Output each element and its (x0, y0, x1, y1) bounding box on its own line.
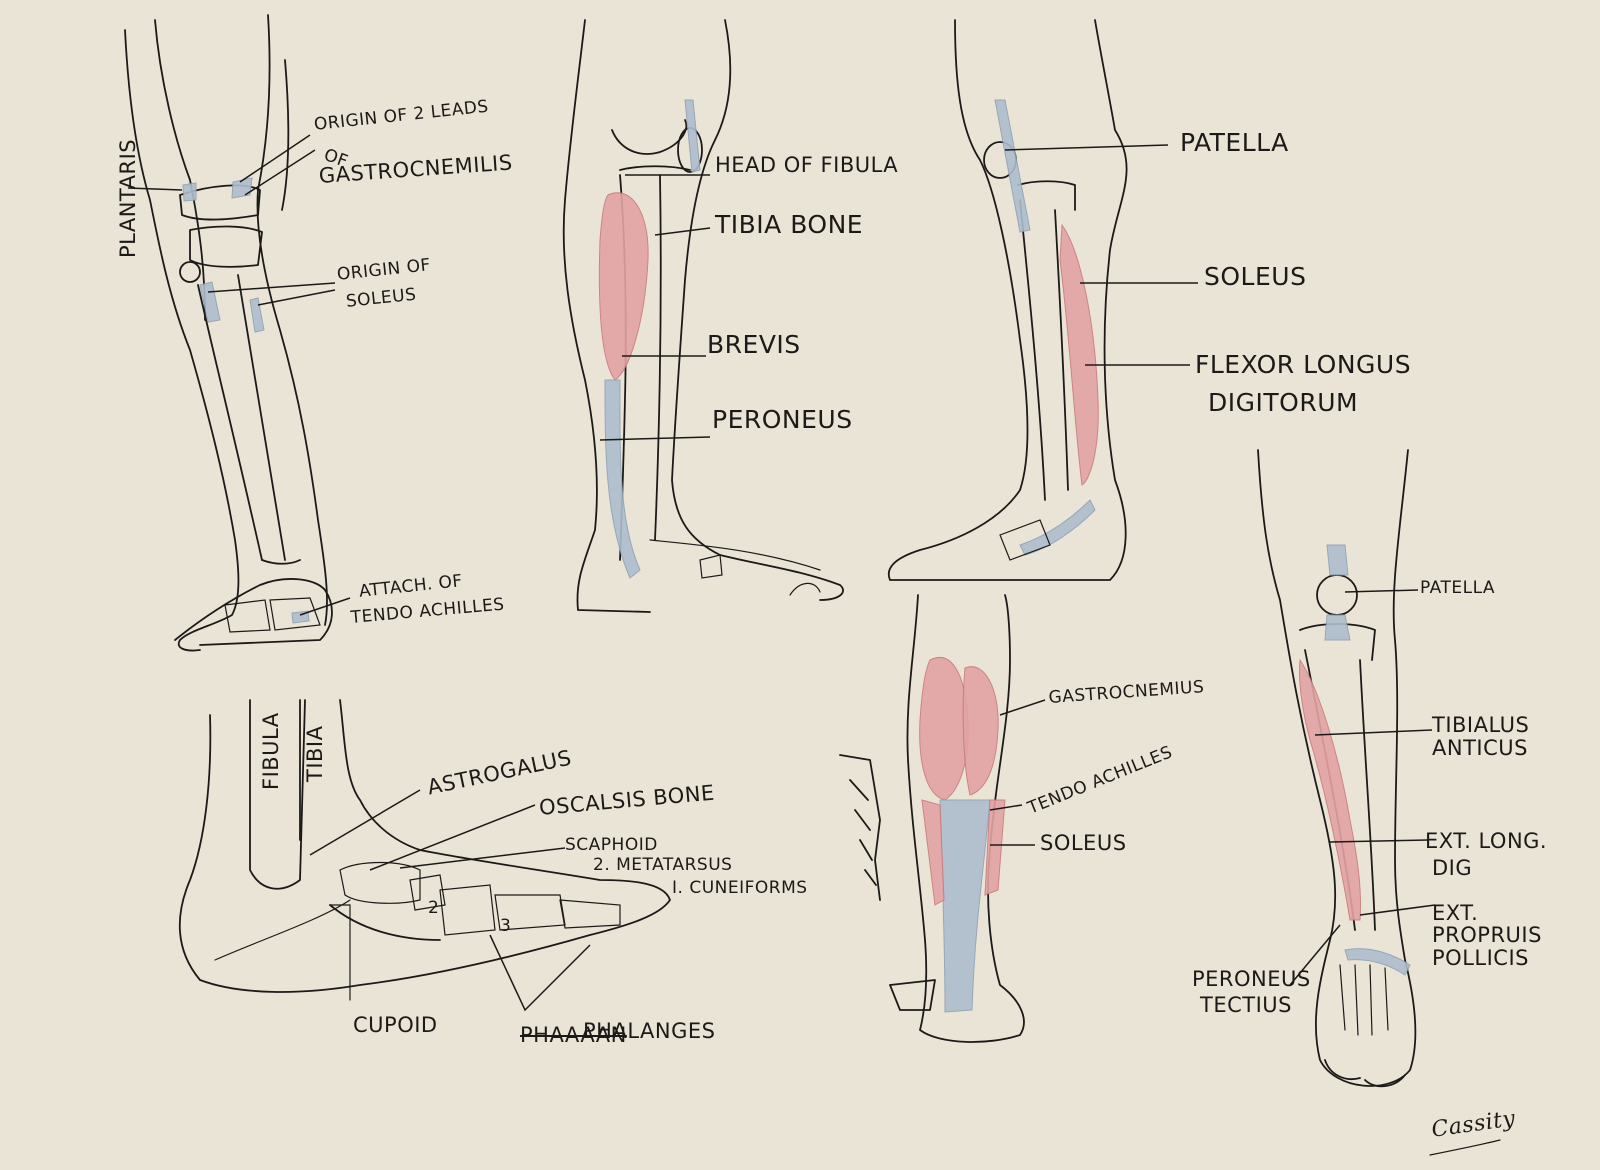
label-peroneus: PERONEUS (712, 405, 853, 434)
label-peroneus-tectius-2: TECTIUS (1200, 993, 1292, 1017)
label-ext-prop-3: POLLICIS (1432, 946, 1529, 970)
label-phalanges-struck: PHAAAAN (520, 1023, 627, 1047)
leg-figure-lateral (562, 19, 844, 613)
signature-flourish (1429, 1139, 1501, 1156)
label-ext-prop-2: PROPRUIS (1432, 923, 1542, 947)
calf-back-figure (839, 594, 1046, 1043)
label-plantaris: PLANTARIS (116, 138, 140, 258)
label-bone-number-2: 2 (428, 898, 440, 918)
label-tibia-bone: TIBIA BONE (715, 210, 864, 239)
label-tibialus-2: ANTICUS (1432, 736, 1528, 760)
label-flexor-2: DIGITORUM (1208, 388, 1359, 417)
label-tibia: TIBIA (303, 725, 327, 783)
label-cuneiforms: I. CUNEIFORMS (672, 878, 808, 898)
label-patella-top: PATELLA (1180, 128, 1289, 157)
label-brevis: BREVIS (707, 330, 801, 359)
label-ext-prop-1: EXT. (1432, 901, 1479, 925)
label-scaphoid: SCAPHOID (565, 835, 658, 855)
label-flexor-1: FLEXOR LONGUS (1195, 350, 1412, 379)
label-metatarsus: 2. METATARSUS (593, 855, 733, 875)
label-soleus-top: SOLEUS (1204, 262, 1307, 291)
leg-figure-medial (887, 19, 1198, 581)
label-tibialus-1: TIBIALUS (1432, 713, 1530, 737)
leg-front-figure (1257, 449, 1436, 1088)
label-patella-bottom: PATELLA (1420, 578, 1496, 598)
label-soleus-bottom: SOLEUS (1040, 831, 1127, 855)
label-bone-number-3: 3 (500, 916, 512, 936)
label-head-of-fibula: HEAD OF FIBULA (715, 153, 899, 177)
label-phalanges: PHALANGES (583, 1019, 716, 1043)
label-peroneus-tectius-1: PERONEUS (1192, 967, 1311, 991)
leg-figure-knee-origins (124, 14, 351, 652)
label-ext-long-1: EXT. LONG. (1425, 829, 1548, 853)
label-fibula: FIBULA (259, 712, 283, 790)
label-cupoid: CUPOID (353, 1013, 438, 1037)
label-ext-long-2: DIG (1432, 856, 1473, 880)
foot-bones-figure (178, 699, 671, 1012)
